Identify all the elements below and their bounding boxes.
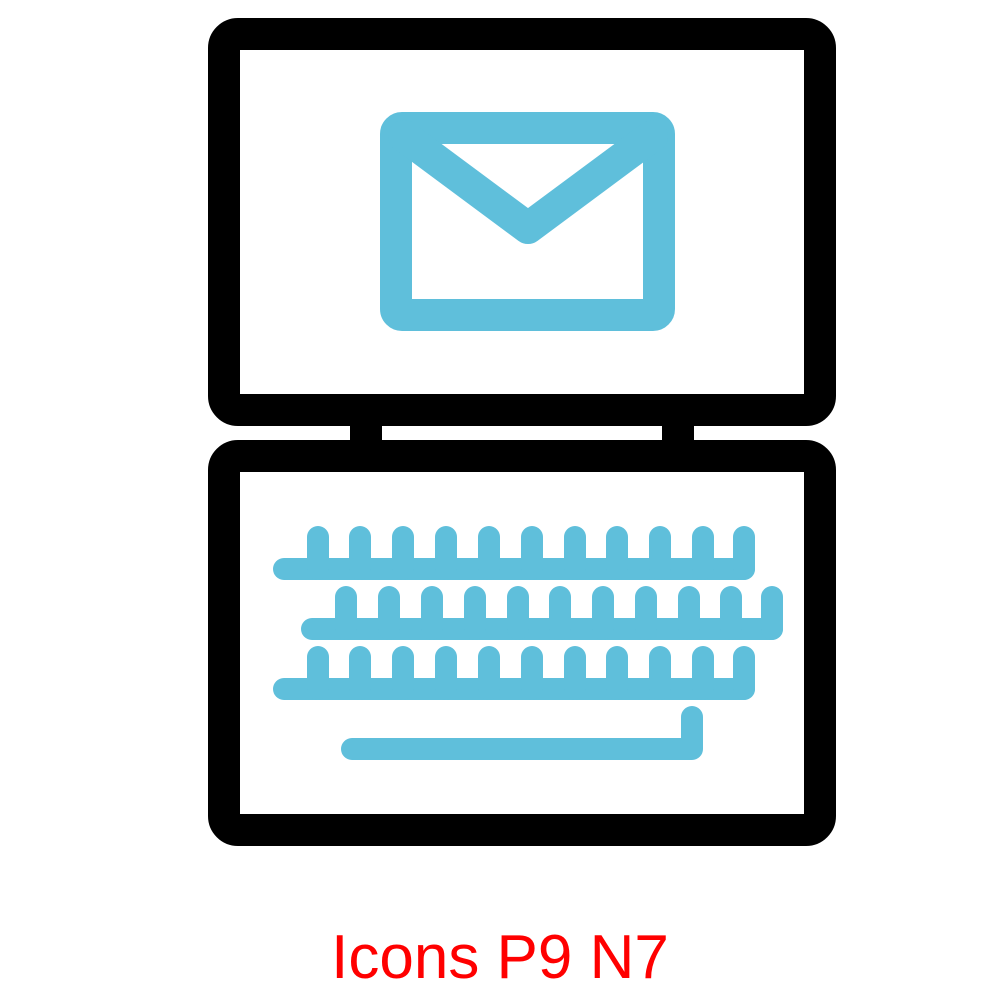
envelope-icon (380, 112, 675, 331)
laptop-base-icon (208, 440, 836, 846)
keyboard-icon (273, 526, 783, 760)
laptop-screen-icon (208, 18, 836, 426)
caption-text: Icons P9 N7 (331, 923, 669, 992)
laptop-email-icon (208, 18, 836, 846)
